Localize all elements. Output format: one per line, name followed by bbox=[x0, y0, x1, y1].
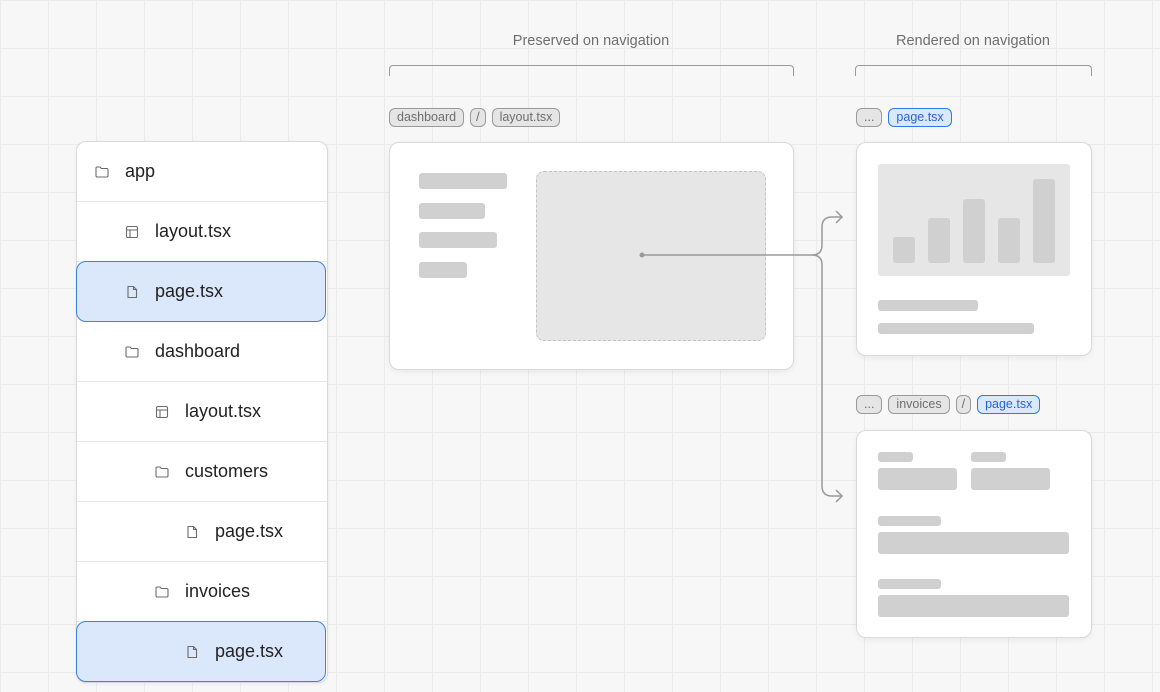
nav-placeholder-1 bbox=[419, 173, 507, 189]
tree-row-label: layout.tsx bbox=[155, 221, 232, 241]
tree-row-label: page.tsx bbox=[155, 281, 224, 301]
chart-bar bbox=[998, 218, 1020, 263]
tree-row-label: page.tsx bbox=[215, 521, 284, 541]
field-placeholder bbox=[878, 532, 1069, 554]
crumb-ellipsis: ... bbox=[856, 395, 883, 414]
arrow-line bbox=[642, 216, 842, 256]
page-file-icon bbox=[125, 285, 139, 299]
label-placeholder bbox=[878, 452, 913, 462]
tree-row[interactable]: layout.tsx bbox=[77, 382, 327, 442]
chart-bar bbox=[963, 199, 985, 263]
arrow-head bbox=[835, 489, 844, 503]
arrow-head bbox=[835, 210, 844, 224]
tree-row-label: app bbox=[125, 161, 156, 181]
tree-row[interactable]: page.tsx bbox=[76, 621, 326, 682]
preserved-bracket bbox=[389, 65, 794, 76]
page-file-icon bbox=[185, 525, 199, 539]
layout-file-icon bbox=[155, 405, 169, 419]
nav-placeholder-4 bbox=[419, 262, 467, 278]
folder-icon bbox=[155, 465, 169, 479]
crumb-layout-tsx: layout.tsx bbox=[491, 108, 561, 127]
tree-row-label: dashboard bbox=[155, 341, 241, 361]
nav-placeholder-2 bbox=[419, 203, 485, 219]
folder-icon bbox=[95, 165, 109, 179]
tree-row[interactable]: dashboard bbox=[77, 322, 327, 382]
crumb-dashboard: dashboard bbox=[389, 108, 465, 127]
folder-icon bbox=[155, 585, 169, 599]
crumb-page-tsx: page.tsx bbox=[888, 108, 952, 127]
tree-row[interactable]: customers bbox=[77, 442, 327, 502]
label-placeholder bbox=[878, 516, 941, 526]
page-file-icon bbox=[185, 645, 199, 659]
invoices-breadcrumb: ... invoices / page.tsx bbox=[856, 395, 1041, 414]
tree-row-label: layout.tsx bbox=[185, 401, 262, 421]
chart-placeholder bbox=[878, 164, 1070, 276]
field-placeholder bbox=[971, 468, 1050, 490]
tree-row-label: invoices bbox=[185, 581, 251, 601]
folder-icon bbox=[125, 345, 139, 359]
tree-row[interactable]: page.tsx bbox=[76, 261, 326, 322]
rendered-caption: Rendered on navigation bbox=[896, 33, 1050, 49]
chart-bar bbox=[928, 218, 950, 263]
layout-file-icon bbox=[125, 225, 139, 239]
page-slot bbox=[536, 171, 766, 341]
crumb-page-tsx: page.tsx bbox=[977, 395, 1041, 414]
tree-row-label: customers bbox=[185, 461, 269, 481]
layout-preview-card bbox=[389, 142, 794, 370]
crumb-separator: / bbox=[470, 108, 486, 127]
text-placeholder bbox=[878, 300, 978, 311]
crumb-invoices: invoices bbox=[888, 395, 950, 414]
crumb-separator: / bbox=[955, 395, 972, 414]
field-placeholder bbox=[878, 595, 1069, 617]
page-preview-card bbox=[856, 142, 1092, 356]
page-breadcrumb: ... page.tsx bbox=[856, 108, 952, 127]
invoices-preview-card bbox=[856, 430, 1092, 638]
label-placeholder bbox=[971, 452, 1006, 462]
chart-bar bbox=[1033, 179, 1055, 263]
layout-breadcrumb: dashboard / layout.tsx bbox=[389, 108, 561, 127]
preserved-caption: Preserved on navigation bbox=[512, 33, 670, 49]
crumb-ellipsis: ... bbox=[856, 108, 883, 127]
tree-row[interactable]: app bbox=[77, 142, 327, 202]
tree-row-label: page.tsx bbox=[215, 641, 284, 661]
field-placeholder bbox=[878, 468, 957, 490]
tree-row[interactable]: page.tsx bbox=[77, 502, 327, 562]
text-placeholder bbox=[878, 323, 1034, 334]
file-tree: app layout.tsx page.tsx dashboard layout.tsx… bbox=[76, 141, 328, 683]
chart-bar bbox=[893, 237, 915, 263]
arrow-line bbox=[811, 254, 842, 497]
nav-placeholder-3 bbox=[419, 232, 497, 248]
label-placeholder bbox=[878, 579, 941, 589]
rendered-bracket bbox=[855, 65, 1092, 76]
